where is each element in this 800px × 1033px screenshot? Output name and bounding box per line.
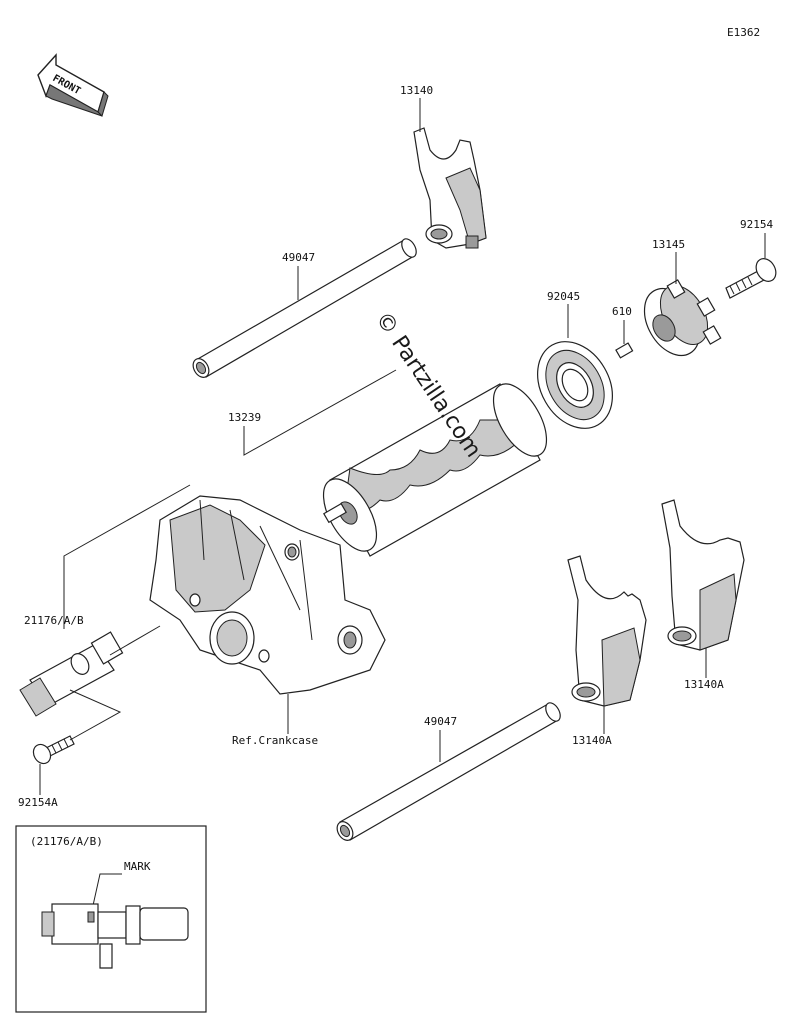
shift-fork-middle <box>567 555 647 707</box>
bolt-sensor <box>32 735 75 765</box>
gear-position-sensor <box>19 625 161 717</box>
label-13145: 13145 <box>652 238 685 251</box>
shift-fork-top <box>413 127 487 249</box>
inset-sensor-detail: (21176/A/B) MARK <box>15 825 207 1013</box>
label-13140A-middle: 13140A <box>572 734 612 747</box>
label-49047-upper: 49047 <box>282 251 315 264</box>
label-610: 610 <box>612 305 632 318</box>
label-21176: 21176/A/B <box>24 614 84 627</box>
front-arrow-icon: FRONT <box>37 53 109 117</box>
dowel-pin <box>615 342 634 359</box>
fork-shaft-lower <box>336 702 561 841</box>
diagram-code: E1362 <box>727 26 760 39</box>
label-13239: 13239 <box>228 411 261 424</box>
fork-shaft-upper <box>192 238 417 378</box>
label-13140-top: 13140 <box>400 84 433 97</box>
shift-drum <box>322 383 548 557</box>
bolt-holder <box>725 258 777 299</box>
inset-title: (21176/A/B) <box>30 835 103 848</box>
bearing <box>537 341 613 429</box>
inset-mark-label: MARK <box>124 860 151 873</box>
label-49047-lower: 49047 <box>424 715 457 728</box>
crankcase <box>149 495 386 695</box>
label-13140A-right: 13140A <box>684 678 724 691</box>
label-92154: 92154 <box>740 218 773 231</box>
label-ref-crankcase: Ref.Crankcase <box>232 734 318 747</box>
drum-holder <box>643 279 722 357</box>
shift-fork-right <box>661 499 745 651</box>
label-92154A: 92154A <box>18 796 58 809</box>
label-92045: 92045 <box>547 290 580 303</box>
